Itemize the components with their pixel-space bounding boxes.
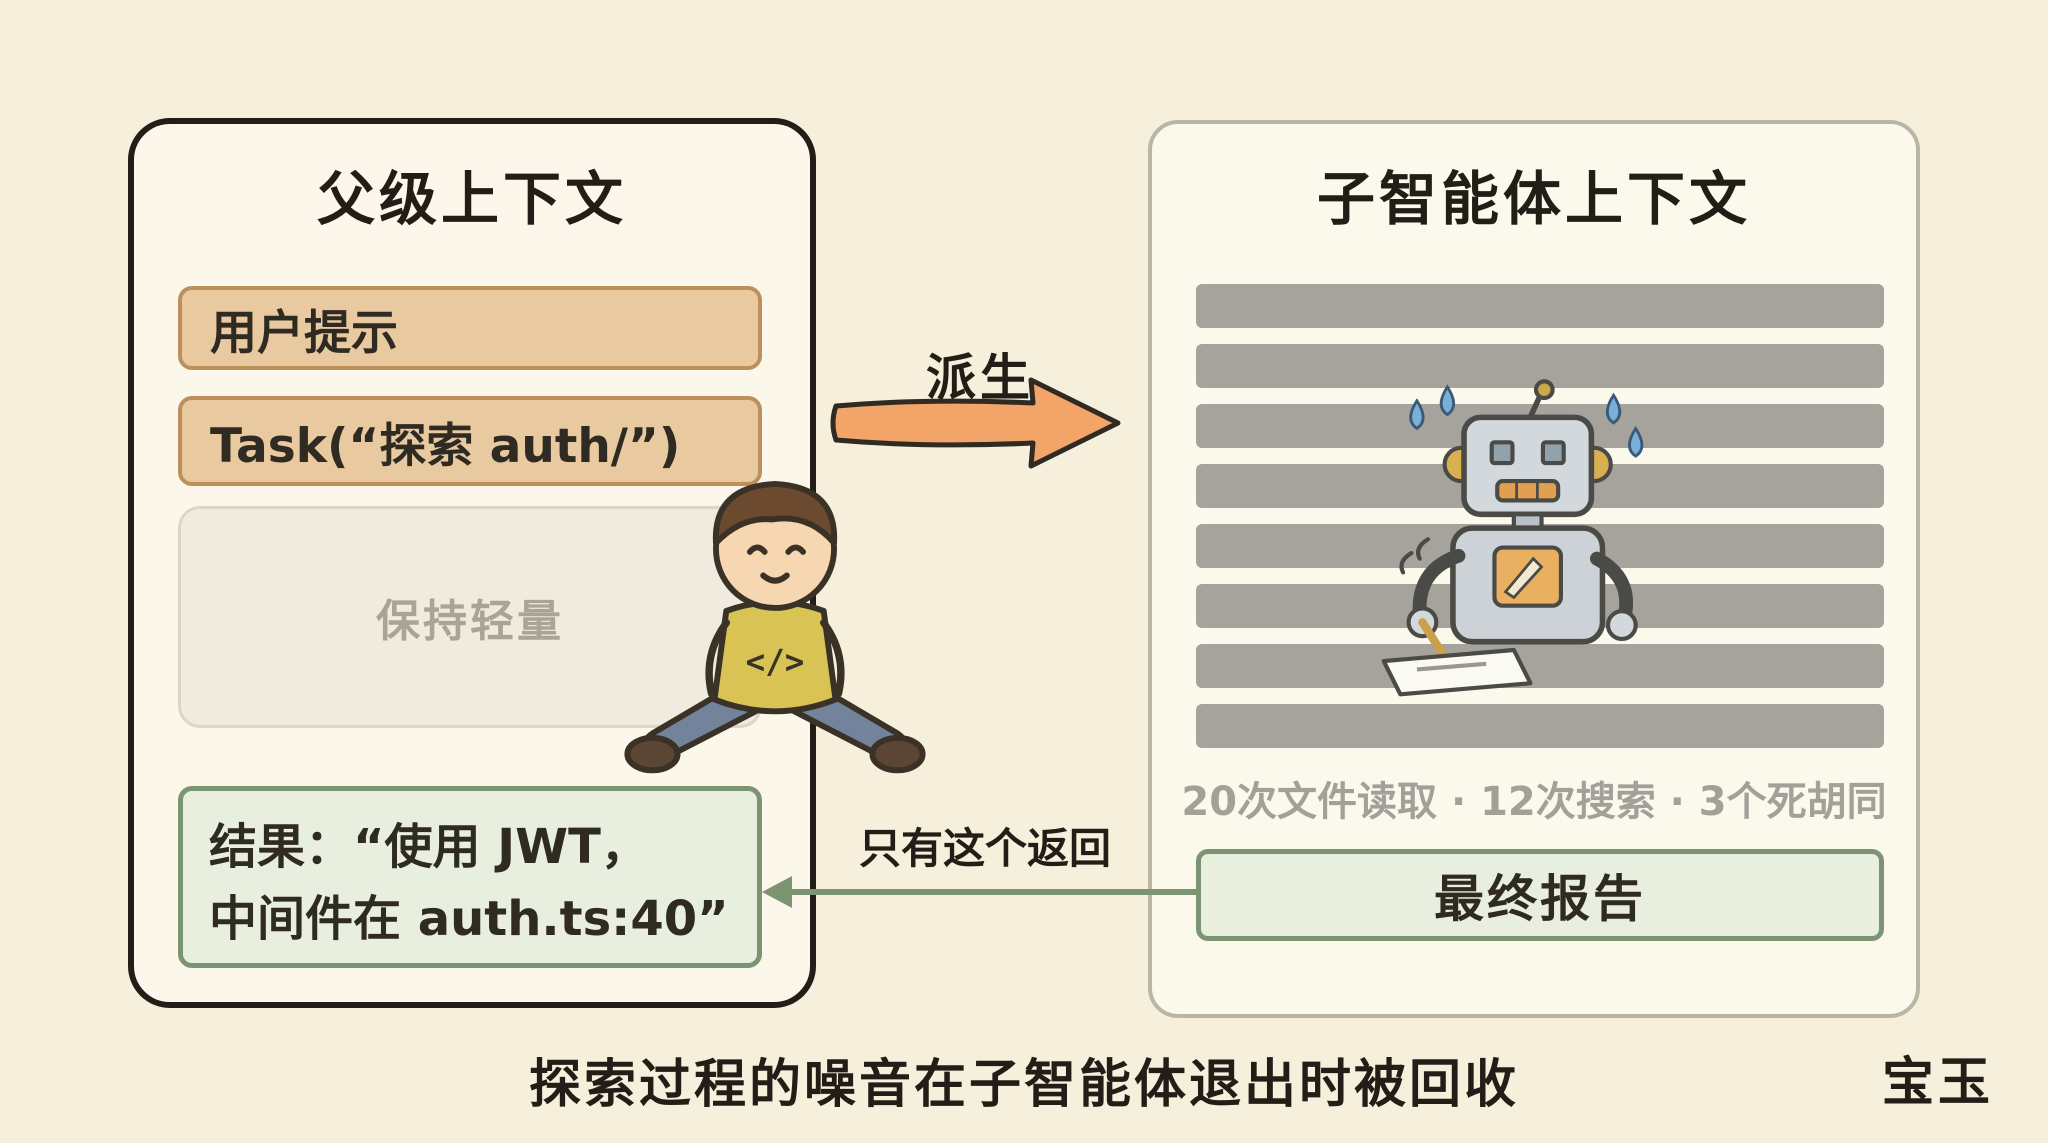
spawn-arrow-label: 派生 — [926, 349, 1034, 407]
subagent-context-panel: 子智能体上下文 20次文件读取 · 12次搜索 · 3个死胡同 最终报告 — [1148, 120, 1920, 1018]
noise-bar — [1196, 284, 1884, 328]
child-illustration: </> — [624, 481, 926, 774]
parent-context-panel: 父级上下文 用户提示 Task(“探索 auth/”) 保持轻量 结果：“使用 … — [128, 118, 816, 1008]
return-arrow-label: 只有这个返回 — [858, 824, 1111, 873]
noise-bar — [1196, 704, 1884, 748]
final-report-box: 最终报告 — [1196, 849, 1884, 941]
task-call-label: Task(“探索 auth/”) — [210, 418, 681, 474]
lightweight-label: 保持轻量 — [376, 596, 564, 647]
noise-bar — [1196, 644, 1884, 688]
parent-panel-title: 父级上下文 — [316, 165, 627, 233]
result-line-1: 结果：“使用 JWT， — [209, 819, 649, 875]
user-prompt-label: 用户提示 — [210, 305, 398, 361]
result-line-2: 中间件在 auth.ts:40” — [209, 891, 729, 947]
footer-caption: 探索过程的噪音在子智能体退出时被回收 — [528, 1055, 1519, 1115]
svg-text:</>: </> — [746, 643, 805, 681]
spawn-arrow — [830, 377, 1121, 469]
robot-illustration — [1381, 379, 1644, 697]
lightweight-box: 保持轻量 — [178, 506, 762, 728]
signature: 宝玉 — [1881, 1053, 1994, 1113]
user-prompt-box: 用户提示 — [178, 286, 762, 370]
result-box: 结果：“使用 JWT， 中间件在 auth.ts:40” — [178, 786, 762, 968]
return-arrow — [762, 876, 1196, 908]
subagent-stats: 20次文件读取 · 12次搜索 · 3个死胡同 — [1181, 779, 1887, 825]
subagent-panel-title: 子智能体上下文 — [1316, 165, 1751, 233]
task-call-box: Task(“探索 auth/”) — [178, 396, 762, 486]
final-report-label: 最终报告 — [1434, 870, 1646, 928]
